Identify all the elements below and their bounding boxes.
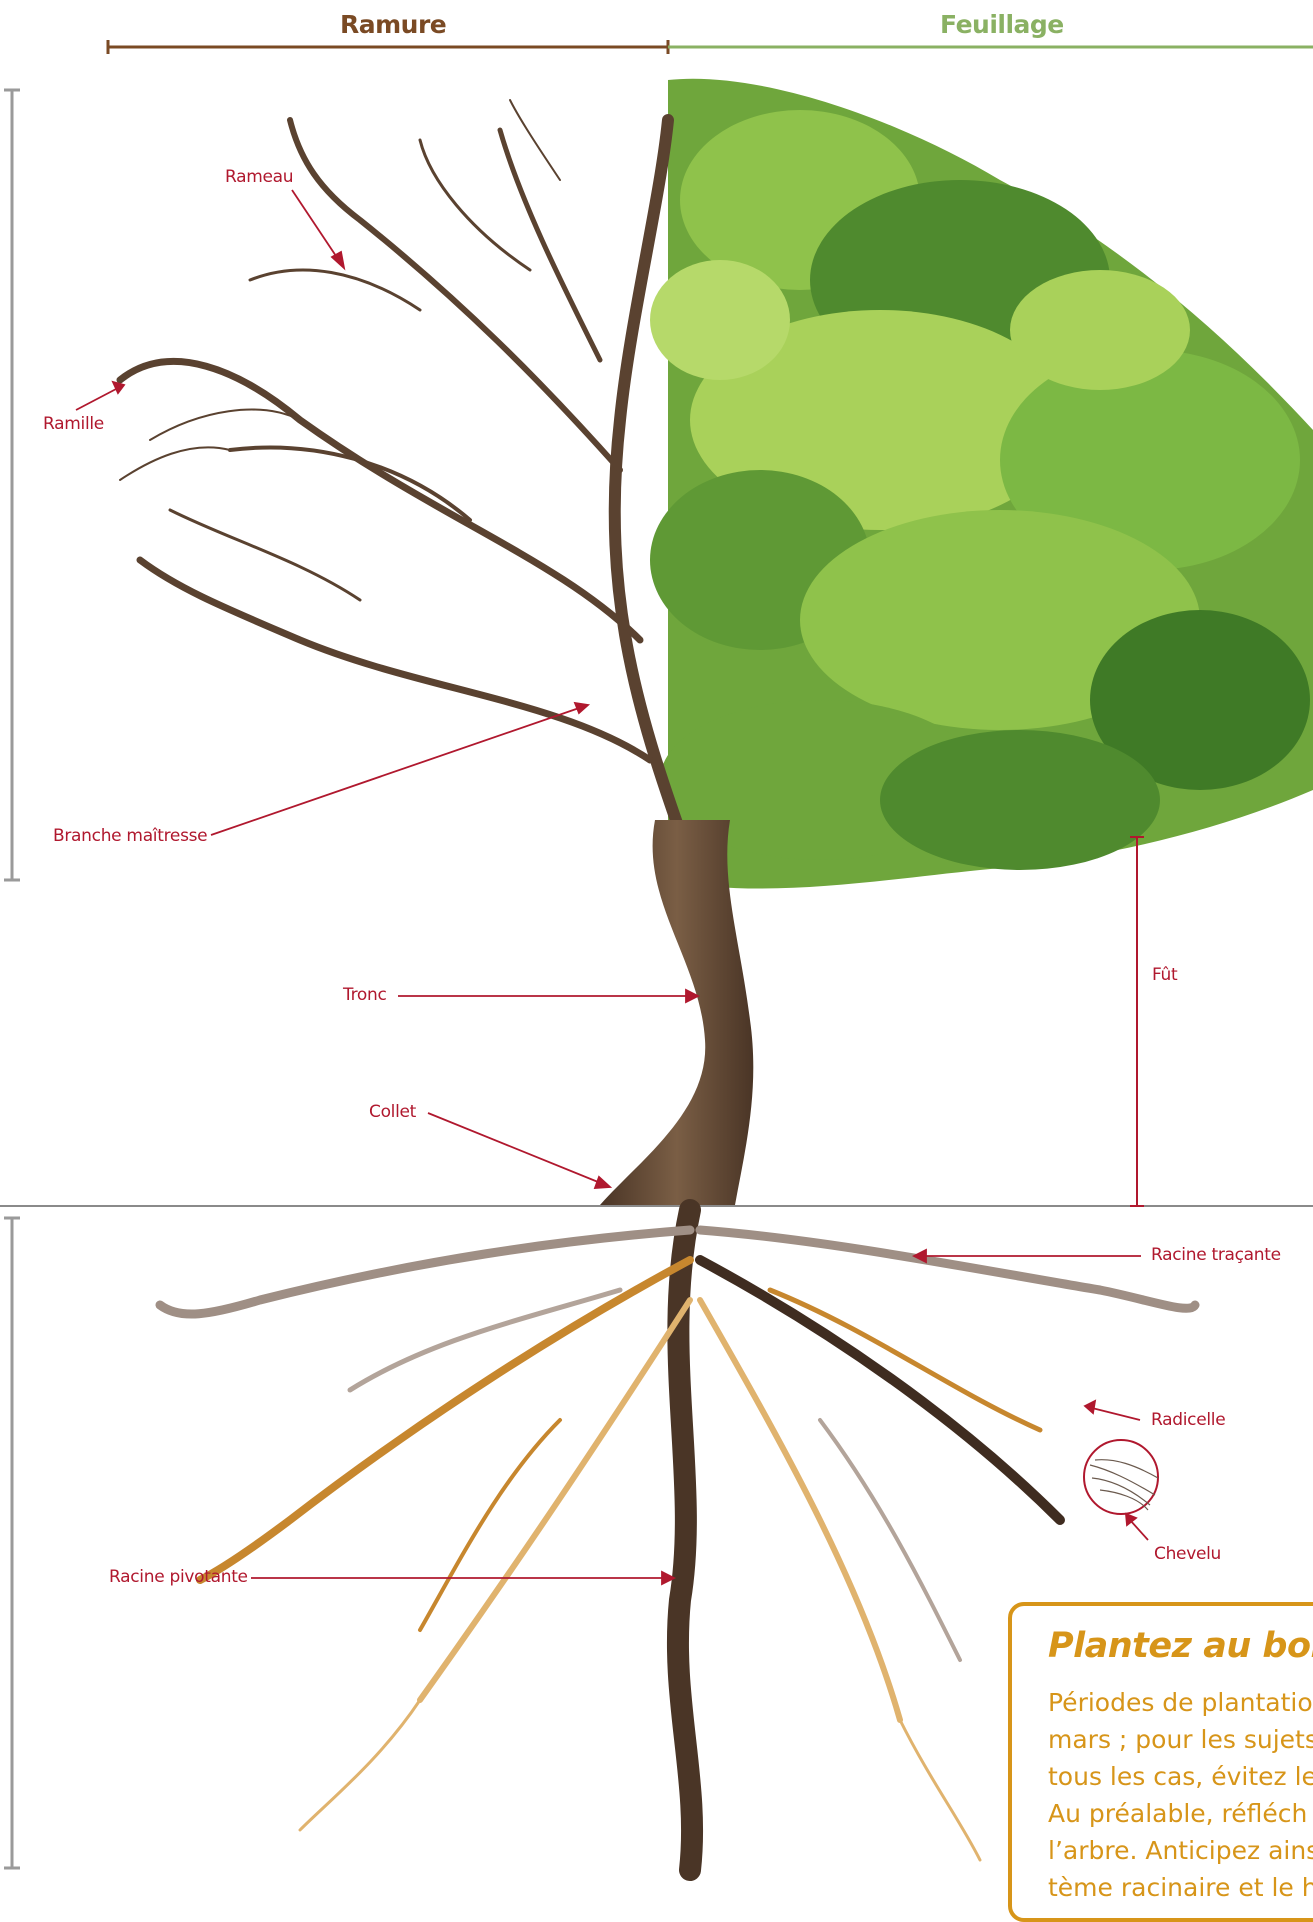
info-line: Périodes de plantatio	[1048, 1684, 1313, 1721]
label-fut: Fût	[1152, 965, 1177, 985]
foliage-canopy	[650, 79, 1313, 889]
info-line: l’arbre. Anticipez ains	[1048, 1832, 1313, 1869]
label-chevelu: Chevelu	[1154, 1544, 1221, 1564]
label-ramille: Ramille	[43, 414, 104, 434]
planting-info-box: Plantez au bon Périodes de plantatio mar…	[1008, 1602, 1313, 1922]
label-tronc: Tronc	[343, 985, 387, 1005]
info-line: tous les cas, évitez le	[1048, 1758, 1313, 1795]
label-racine-pivotante: Racine pivotante	[109, 1567, 248, 1587]
feuillage-header: Feuillage	[940, 10, 1064, 39]
info-line: mars ; pour les sujets	[1048, 1721, 1313, 1758]
label-racine-tracante: Racine traçante	[1151, 1245, 1281, 1265]
bare-branches	[120, 100, 690, 860]
ramure-header: Ramure	[340, 10, 446, 39]
label-rameau: Rameau	[225, 167, 293, 187]
ramure-dimension-bar	[108, 40, 668, 54]
fut-dimension-line	[1130, 837, 1144, 1206]
info-box-title: Plantez au bon	[1048, 1626, 1313, 1666]
underground-part-bracket	[4, 1218, 20, 1868]
label-branche-maitresse: Branche maîtresse	[53, 826, 207, 846]
label-collet: Collet	[369, 1102, 416, 1122]
label-radicelle: Radicelle	[1151, 1410, 1225, 1430]
aerial-part-bracket	[4, 90, 20, 880]
info-line: tème racinaire et le h	[1048, 1869, 1313, 1906]
info-box-text: Périodes de plantatio mars ; pour les su…	[1048, 1684, 1313, 1906]
info-line: Au préalable, réfléch	[1048, 1795, 1313, 1832]
